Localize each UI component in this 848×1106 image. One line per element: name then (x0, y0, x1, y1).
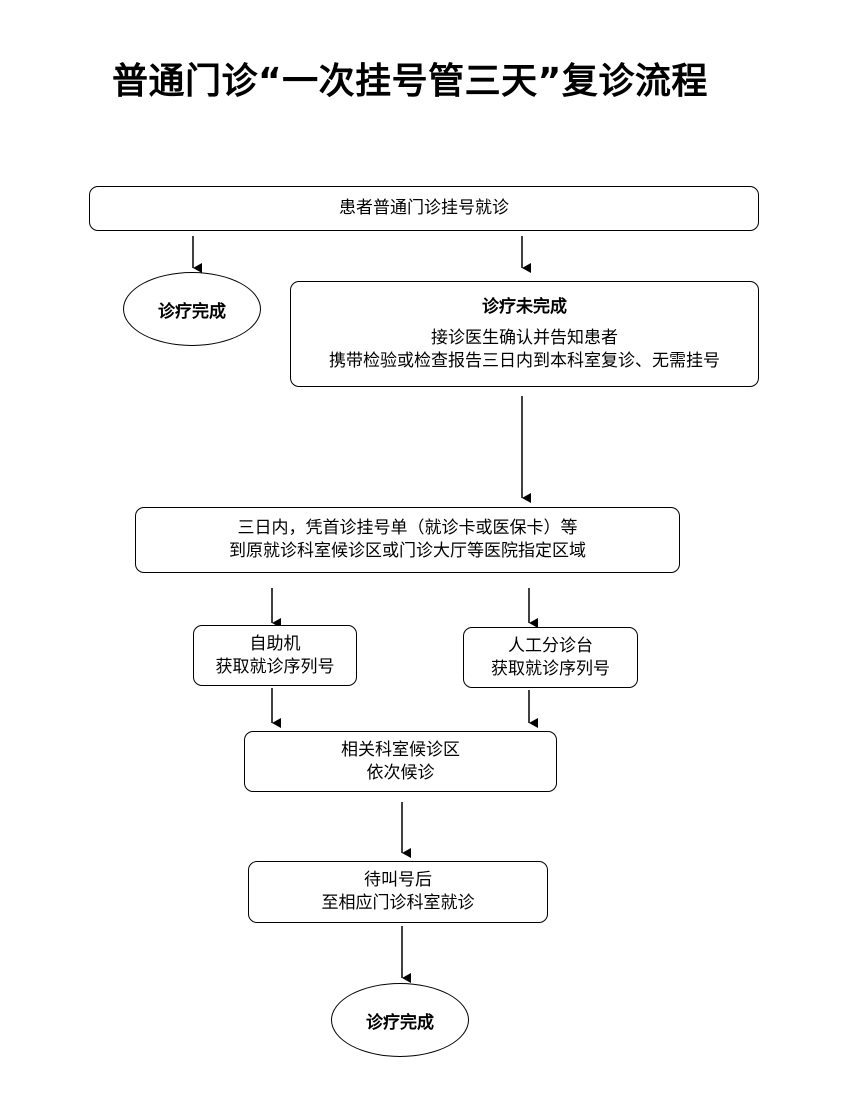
not-done-line-1: 接诊医生确认并告知患者 (431, 327, 618, 348)
waiting-area-line-1: 相关科室候诊区 (341, 739, 460, 760)
done-left-label: 诊疗完成 (158, 301, 226, 322)
called-line-2: 至相应门诊科室就诊 (321, 893, 475, 913)
start-box: 患者普通门诊挂号就诊 (89, 186, 759, 231)
three-days-box: 三日内，凭首诊挂号单（就诊卡或医保卡）等 到原就诊科室候诊区或门诊大厅等医院指定… (135, 507, 680, 573)
waiting-area-line-2: 依次候诊 (366, 762, 435, 783)
page-title: 普通门诊“一次挂号管三天”复诊流程 (112, 61, 708, 102)
manual-desk-line-2: 获取就诊序列号 (491, 658, 610, 679)
three-days-line-1: 三日内，凭首诊挂号单（就诊卡或医保卡）等 (237, 518, 578, 538)
called-line-1: 待叫号后 (364, 870, 432, 890)
not-done-line-2: 携带检验或检查报告三日内到本科室复诊、无需挂号 (329, 350, 720, 371)
manual-desk-line-1: 人工分诊台 (508, 635, 593, 656)
start-label: 患者普通门诊挂号就诊 (339, 198, 509, 218)
waiting-area-box: 相关科室候诊区 依次候诊 (244, 731, 557, 792)
self-service-box: 自助机 获取就诊序列号 (193, 625, 357, 686)
not-done-box: 诊疗未完成 接诊医生确认并告知患者 携带检验或检查报告三日内到本科室复诊、无需挂… (290, 281, 759, 387)
done-final-ellipse: 诊疗完成 (331, 983, 469, 1057)
called-box: 待叫号后 至相应门诊科室就诊 (248, 861, 548, 923)
self-service-line-2: 获取就诊序列号 (215, 656, 335, 677)
manual-desk-box: 人工分诊台 获取就诊序列号 (463, 627, 638, 688)
done-final-label: 诊疗完成 (366, 1012, 434, 1033)
self-service-line-1: 自助机 (249, 633, 301, 654)
not-done-heading: 诊疗未完成 (482, 296, 567, 317)
three-days-line-2: 到原就诊科室候诊区或门诊大厅等医院指定区域 (229, 541, 586, 561)
done-left-ellipse: 诊疗完成 (123, 272, 261, 346)
